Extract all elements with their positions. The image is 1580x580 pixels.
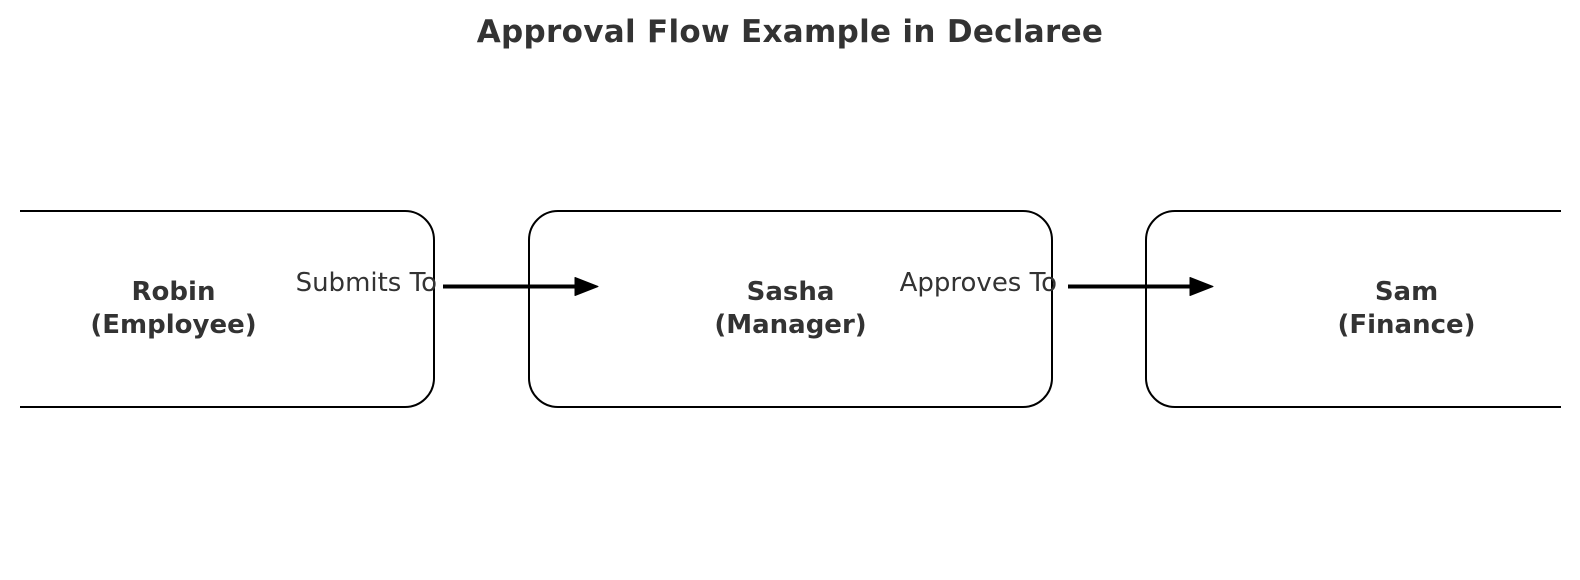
node-sam-finance: Sam (Finance) bbox=[1145, 210, 1561, 408]
edge-label-submits-to: Submits To bbox=[295, 268, 437, 298]
node-label: Robin (Employee) bbox=[90, 276, 256, 342]
edge-label-approves-to: Approves To bbox=[899, 268, 1057, 298]
node-label: Sasha (Manager) bbox=[714, 276, 866, 342]
node-name: Sam bbox=[1374, 277, 1439, 307]
node-sasha-manager: Sasha (Manager) bbox=[528, 210, 1053, 408]
node-role: (Manager) bbox=[714, 310, 867, 340]
node-role: (Employee) bbox=[90, 310, 257, 340]
node-label: Sam (Finance) bbox=[1337, 276, 1475, 342]
node-name: Robin bbox=[131, 277, 216, 307]
diagram-title: Approval Flow Example in Declaree bbox=[476, 14, 1104, 50]
flow-row: Robin (Employee) Sasha (Manager) Sam (Fi… bbox=[20, 210, 1561, 408]
node-name: Sasha bbox=[746, 277, 835, 307]
node-robin-employee: Robin (Employee) bbox=[20, 210, 435, 408]
node-role: (Finance) bbox=[1337, 310, 1476, 340]
